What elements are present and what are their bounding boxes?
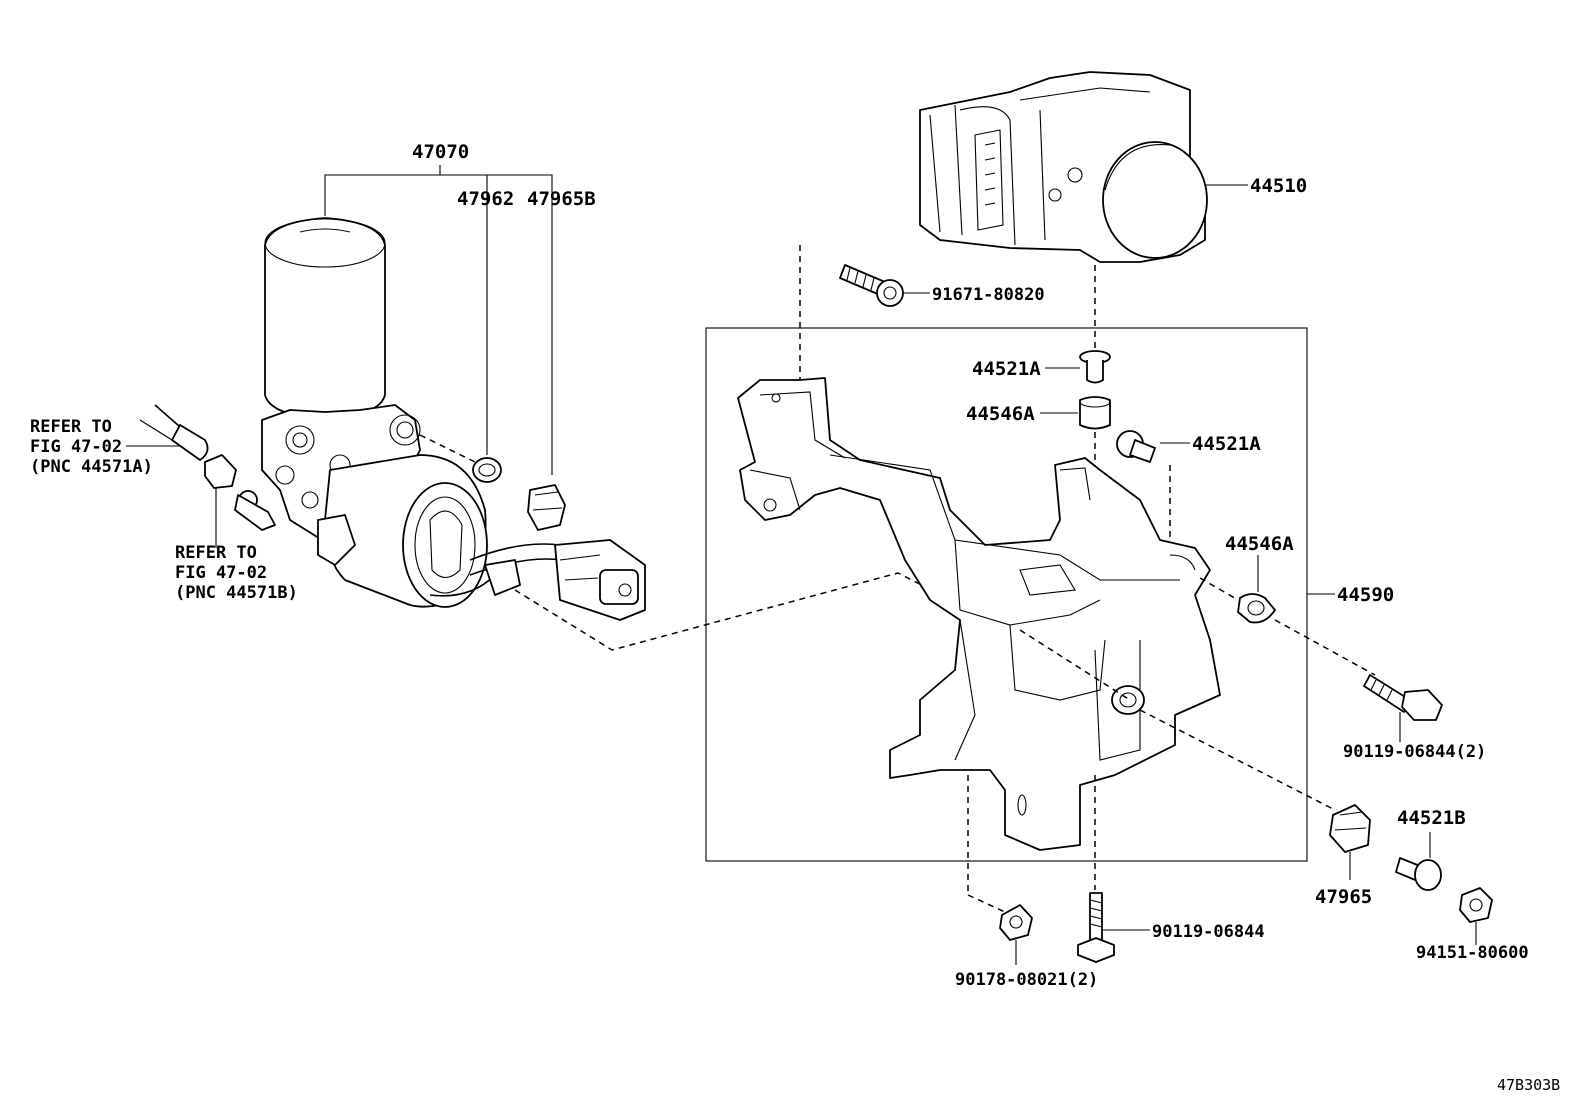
label-47962: 47962 — [457, 188, 514, 210]
nut-90178-08021-x2[interactable] — [999, 904, 1033, 941]
refer-a-line3: (PNC 44571A) — [30, 457, 153, 477]
label-44546a-right: 44546A — [1225, 533, 1294, 555]
collar-44521b[interactable] — [1395, 857, 1442, 891]
label-90178-08021-x2: 90178-08021(2) — [955, 970, 1098, 990]
label-90119-06844: 90119-06844 — [1152, 922, 1265, 942]
bolt-91671-80820[interactable] — [839, 264, 904, 307]
label-44521b: 44521B — [1397, 807, 1466, 829]
bolt-90119-06844[interactable] — [1077, 892, 1115, 963]
refer-a-line1: REFER TO — [30, 417, 112, 437]
collar-44521a-top[interactable] — [1079, 350, 1111, 384]
grommet-44546a-top[interactable] — [1079, 396, 1111, 430]
grommet-44546a-right[interactable] — [1237, 593, 1276, 624]
label-44546a-top: 44546A — [966, 403, 1035, 425]
label-47070: 47070 — [412, 141, 469, 163]
abs-actuator-44510[interactable] — [919, 71, 1208, 263]
bolt-90119-06844-x2[interactable] — [1363, 674, 1443, 721]
pump-motor-assembly[interactable] — [261, 217, 646, 621]
refer-a-line2: FIG 47-02 — [30, 437, 122, 457]
label-44590: 44590 — [1337, 584, 1394, 606]
label-90119-06844-x2: 90119-06844(2) — [1343, 742, 1486, 762]
collar-44521a-right[interactable] — [1116, 430, 1156, 463]
o-ring-47962[interactable] — [472, 457, 502, 483]
actuator-bracket-44590[interactable] — [737, 377, 1221, 851]
label-47965b: 47965B — [527, 188, 596, 210]
refer-b-line3: (PNC 44571B) — [175, 583, 298, 603]
figure-code: 47B303B — [1497, 1076, 1560, 1094]
refer-b-line2: FIG 47-02 — [175, 563, 267, 583]
label-94151-80600: 94151-80600 — [1416, 943, 1529, 963]
label-44521a-top: 44521A — [972, 358, 1041, 380]
refer-b-line1: REFER TO — [175, 543, 257, 563]
label-44521a-right: 44521A — [1192, 433, 1261, 455]
hose-44571a[interactable] — [139, 404, 209, 461]
grommet-47965[interactable] — [1329, 804, 1371, 853]
clip-44571b[interactable] — [204, 454, 276, 531]
label-91671-80820: 91671-80820 — [932, 285, 1045, 305]
grommet-47965b[interactable] — [527, 484, 566, 531]
label-47965: 47965 — [1315, 886, 1372, 908]
label-44510: 44510 — [1250, 175, 1307, 197]
nut-94151-80600[interactable] — [1459, 887, 1493, 923]
